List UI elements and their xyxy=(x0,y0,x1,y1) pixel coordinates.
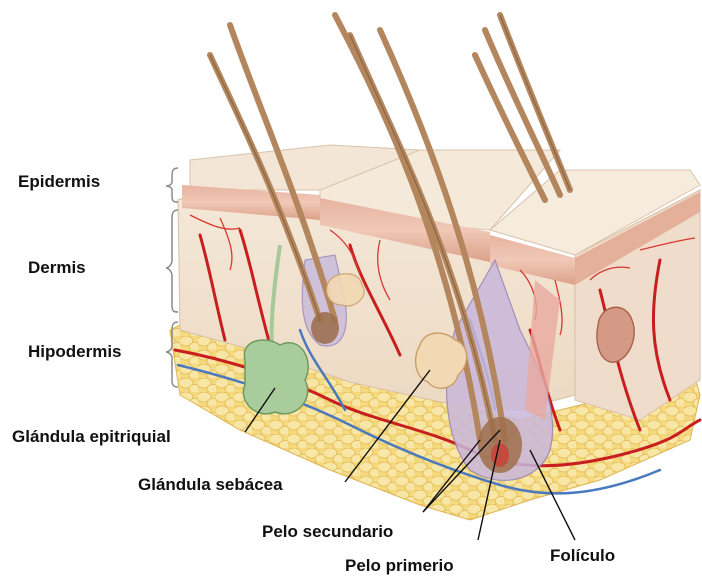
label-hipodermis: Hipodermis xyxy=(28,342,122,362)
label-pelo-secundario: Pelo secundario xyxy=(262,522,393,542)
label-foliculo: Folículo xyxy=(550,546,615,566)
label-pelo-primerio: Pelo primerio xyxy=(345,556,454,576)
hair-bulb-left xyxy=(311,312,339,344)
label-epidermis: Epidermis xyxy=(18,172,100,192)
label-glandula-epitriquial: Glándula epitriquial xyxy=(12,427,171,447)
label-glandula-sebacea: Glándula sebácea xyxy=(138,475,283,495)
label-dermis: Dermis xyxy=(28,258,86,278)
sebaceous-gland-left xyxy=(326,274,364,306)
